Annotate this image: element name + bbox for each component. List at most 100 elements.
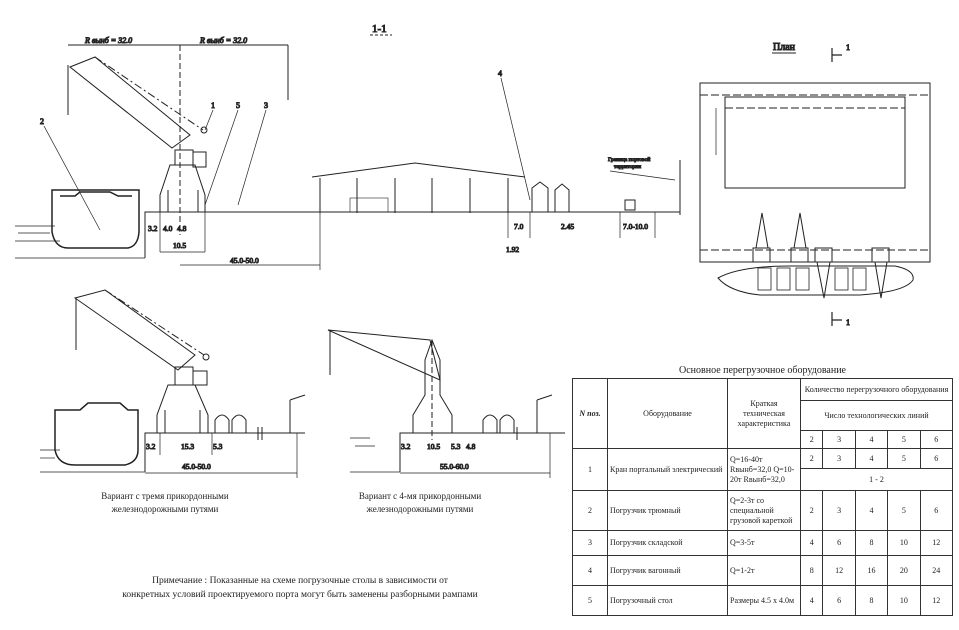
callout-4: 4	[498, 69, 502, 78]
row-spec: Размеры 4.5 x 4.0м	[727, 585, 801, 616]
plan-title: План	[773, 42, 796, 53]
table-row: 3 Погрузчик складской Q=3-5т 4 6 8 10 12	[572, 530, 954, 556]
line-count: 4	[854, 430, 889, 449]
callout-1: 1	[211, 101, 215, 110]
row-name: Погрузчик вагонный	[607, 555, 728, 586]
variant-four-tracks	[327, 329, 565, 478]
header-num: N поз.	[572, 378, 608, 449]
svg-text:3.2: 3.2	[401, 442, 411, 451]
cell: 20	[887, 555, 921, 586]
boundary-label-2: территории	[614, 164, 641, 170]
svg-text:45.0-50.0: 45.0-50.0	[182, 462, 211, 471]
callout-5: 5	[236, 101, 240, 110]
caption-line: железнодорожными путями	[111, 504, 219, 514]
cell: 5	[887, 490, 921, 531]
wagons	[531, 181, 570, 212]
svg-text:10.5: 10.5	[427, 442, 440, 451]
header-quantity: Количество перегрузочного оборудования	[800, 378, 953, 401]
plan-view	[699, 48, 931, 326]
svg-text:1.92: 1.92	[506, 245, 519, 254]
variant-three-tracks	[40, 289, 306, 478]
dimension-lines	[159, 212, 656, 270]
header-lines: Число технологических линий	[800, 400, 953, 431]
cell: 4	[854, 448, 889, 469]
line-count: 2	[799, 430, 824, 449]
variant-caption-2: Вариант с 4-мя прикордонными железнодоро…	[335, 490, 505, 516]
svg-text:5.3: 5.3	[451, 442, 461, 451]
caption-line: железнодорожными путями	[366, 504, 474, 514]
svg-text:15.3: 15.3	[181, 442, 194, 451]
cell: 12	[919, 585, 954, 616]
row-name: Погрузчик трюмный	[607, 490, 728, 531]
cell: 8	[799, 555, 824, 586]
caption-line: Вариант с тремя прикордонными	[101, 491, 229, 501]
equipment-table: N поз. Оборудование Краткая техническая …	[572, 378, 954, 616]
line-count: 5	[887, 430, 921, 449]
table-row: 1 Кран портальный электрический Q=16-40т…	[572, 448, 954, 491]
ship-hull	[51, 189, 140, 249]
cell: 3	[822, 490, 856, 531]
cell: 8	[854, 585, 889, 616]
header-spec: Краткая техническая характеристика	[727, 378, 801, 449]
table-title: Основное перегрузочное оборудование	[678, 365, 846, 376]
line-count: 3	[822, 430, 856, 449]
variant-caption-1: Вариант с тремя прикордонными железнодор…	[80, 490, 250, 516]
svg-text:45.0-50.0: 45.0-50.0	[230, 256, 259, 265]
table-row: 5 Погрузочный стол Размеры 4.5 x 4.0м 4 …	[572, 585, 954, 616]
water	[15, 225, 145, 259]
row-name: Погрузочный стол	[607, 585, 728, 616]
cell: 2	[799, 490, 824, 531]
cell: 24	[919, 555, 954, 586]
svg-text:2.45: 2.45	[561, 222, 574, 231]
cell: 4	[799, 585, 824, 616]
cell: 6	[919, 490, 954, 531]
cell: 6	[822, 530, 856, 556]
cell: 2	[799, 448, 824, 469]
cell: 4	[799, 530, 824, 556]
row-num: 3	[572, 530, 608, 556]
cell: 4	[854, 490, 889, 531]
line-count: 6	[919, 430, 954, 449]
svg-text:3.2: 3.2	[148, 224, 158, 233]
portal-crane	[67, 45, 208, 235]
row-name: Погрузчик складской	[607, 530, 728, 556]
note-line: Примечание : Показанные на схеме погрузо…	[152, 576, 448, 586]
loading-table	[624, 199, 636, 211]
radius-label-left: R вынб = 32.0	[84, 36, 132, 45]
cell: 12	[919, 530, 954, 556]
cell: 6	[919, 448, 954, 469]
svg-text:7.0-10.0: 7.0-10.0	[623, 222, 648, 231]
svg-text:4.8: 4.8	[466, 442, 476, 451]
row-num: 5	[572, 585, 608, 616]
plan-ship	[717, 265, 914, 296]
row-spec: Q=2-3т со специальной грузовой кареткой	[727, 490, 801, 531]
cell: 3	[822, 448, 856, 469]
cell: 5	[887, 448, 921, 469]
table-row: 4 Погрузчик вагонный Q=1-2т 8 12 16 20 2…	[572, 555, 954, 586]
row-num: 1	[572, 448, 608, 491]
callout-leaders	[43, 77, 676, 231]
cell-range: 1 - 2	[800, 468, 953, 491]
callout-3: 3	[264, 101, 268, 110]
radius-label-right: R вынб = 32.0	[199, 36, 247, 45]
svg-text:10.5: 10.5	[173, 241, 186, 250]
section-mark-bottom: 1	[846, 318, 850, 327]
row-name: Кран портальный электрический	[607, 448, 728, 491]
cell: 8	[854, 530, 889, 556]
section-mark-top: 1	[846, 43, 850, 52]
header-equipment: Оборудование	[607, 378, 728, 449]
cell: 16	[854, 555, 889, 586]
note-line: конкретных условий проектируемого порта …	[122, 590, 478, 600]
svg-text:5.3: 5.3	[213, 442, 223, 451]
svg-text:4.0: 4.0	[163, 224, 173, 233]
caption-line: Вариант с 4-мя прикордонными	[358, 491, 482, 501]
table-row: 2 Погрузчик трюмный Q=2-3т со специально…	[572, 490, 954, 531]
cell: 12	[822, 555, 856, 586]
cell: 6	[822, 585, 856, 616]
section-title: 1-1	[372, 23, 387, 35]
cell: 10	[887, 585, 921, 616]
